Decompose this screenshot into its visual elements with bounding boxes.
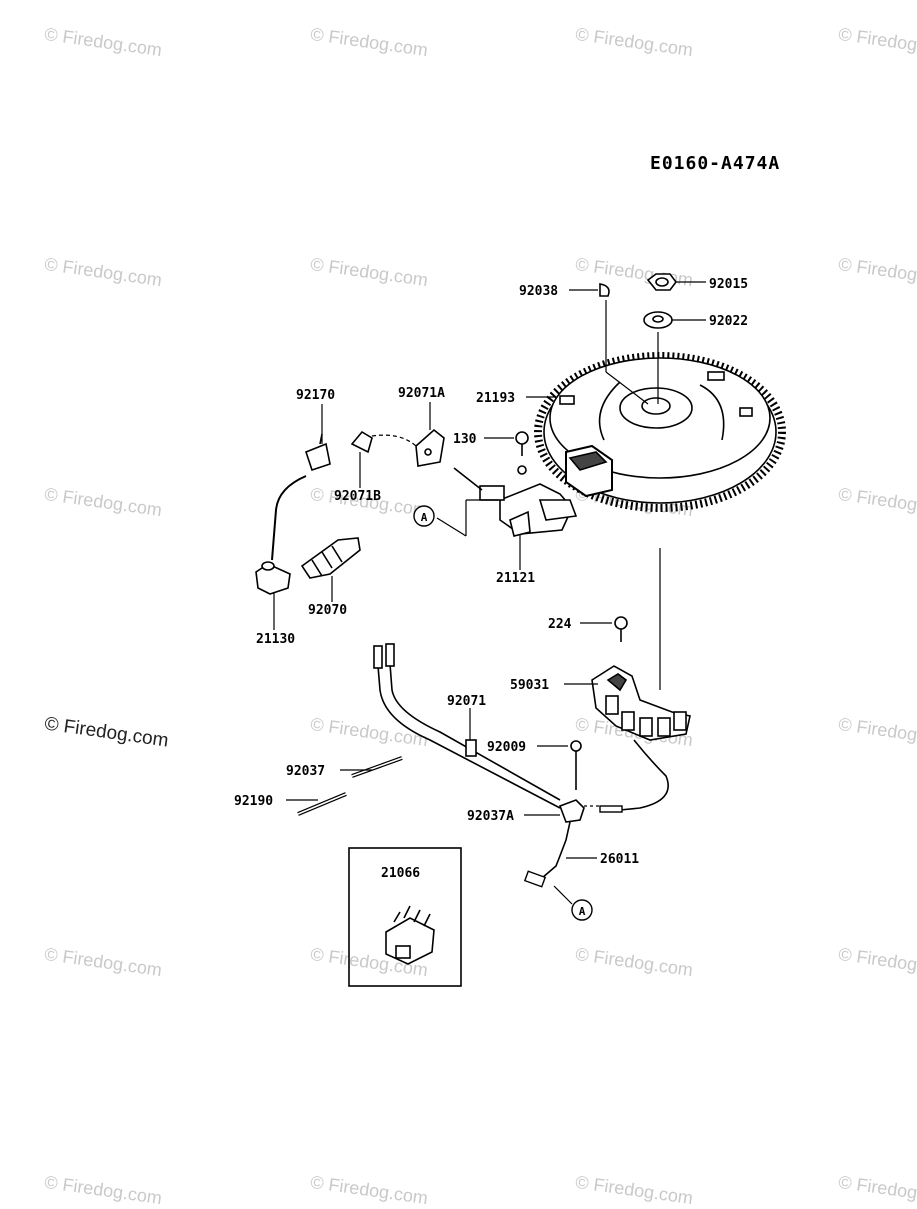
part-label-92071: 92071 bbox=[447, 694, 486, 709]
part-label-92038: 92038 bbox=[519, 284, 558, 299]
part-label-92037: 92037 bbox=[286, 764, 325, 779]
cap-drawing bbox=[350, 430, 373, 454]
part-label-26011: 26011 bbox=[600, 852, 639, 867]
screw-drawing bbox=[570, 740, 582, 790]
ground-wire bbox=[541, 821, 571, 879]
connector-ref-circle bbox=[571, 899, 593, 921]
screw-drawing bbox=[614, 616, 628, 642]
regulator-box bbox=[348, 847, 462, 987]
flywheel-drawing bbox=[534, 352, 786, 512]
part-label-92071B: 92071B bbox=[334, 489, 381, 504]
part-label-59031: 59031 bbox=[510, 678, 549, 693]
part-label-21066: 21066 bbox=[381, 866, 420, 881]
rod-drawing bbox=[297, 793, 347, 815]
part-label-92009: 92009 bbox=[487, 740, 526, 755]
part-label-130: 130 bbox=[453, 432, 477, 447]
connector-ref-label: A bbox=[421, 511, 428, 524]
diagram-code: E0160-A474A bbox=[650, 153, 781, 174]
ignition-coil-drawing bbox=[453, 465, 578, 537]
part-label-92070: 92070 bbox=[308, 603, 347, 618]
spark-plug-drawing bbox=[300, 537, 361, 579]
part-label-21193: 21193 bbox=[476, 391, 515, 406]
rod-drawing bbox=[351, 757, 403, 777]
bracket-drawing bbox=[558, 799, 585, 823]
part-label-92037A: 92037A bbox=[467, 809, 514, 824]
part-label-21130: 21130 bbox=[256, 632, 295, 647]
part-label-92190: 92190 bbox=[234, 794, 273, 809]
clamp-drawing bbox=[465, 739, 477, 757]
connector-ref-label: A bbox=[579, 905, 586, 918]
part-label-92071A: 92071A bbox=[398, 386, 445, 401]
stator-wire bbox=[619, 739, 669, 811]
leader-lines bbox=[273, 281, 706, 905]
hv-wire bbox=[371, 434, 417, 447]
key-drawing bbox=[599, 283, 610, 297]
stator-drawing bbox=[591, 665, 691, 741]
part-label-92022: 92022 bbox=[709, 314, 748, 329]
part-label-92015: 92015 bbox=[709, 277, 748, 292]
terminal-drawing bbox=[523, 870, 547, 888]
part-label-21121: 21121 bbox=[496, 571, 535, 586]
washer-drawing bbox=[643, 311, 673, 329]
clip-drawing bbox=[305, 433, 331, 472]
nut-drawing bbox=[646, 273, 677, 291]
lead-wires bbox=[373, 643, 561, 809]
hv-wire bbox=[271, 475, 307, 561]
plug-boot-drawing bbox=[255, 561, 291, 595]
plug-cap-drawing bbox=[415, 428, 445, 467]
part-label-92170: 92170 bbox=[296, 388, 335, 403]
connector-ref-circle bbox=[413, 505, 435, 527]
part-label-224: 224 bbox=[548, 617, 572, 632]
regulator-drawing bbox=[385, 905, 435, 965]
screw-drawing bbox=[515, 431, 529, 456]
